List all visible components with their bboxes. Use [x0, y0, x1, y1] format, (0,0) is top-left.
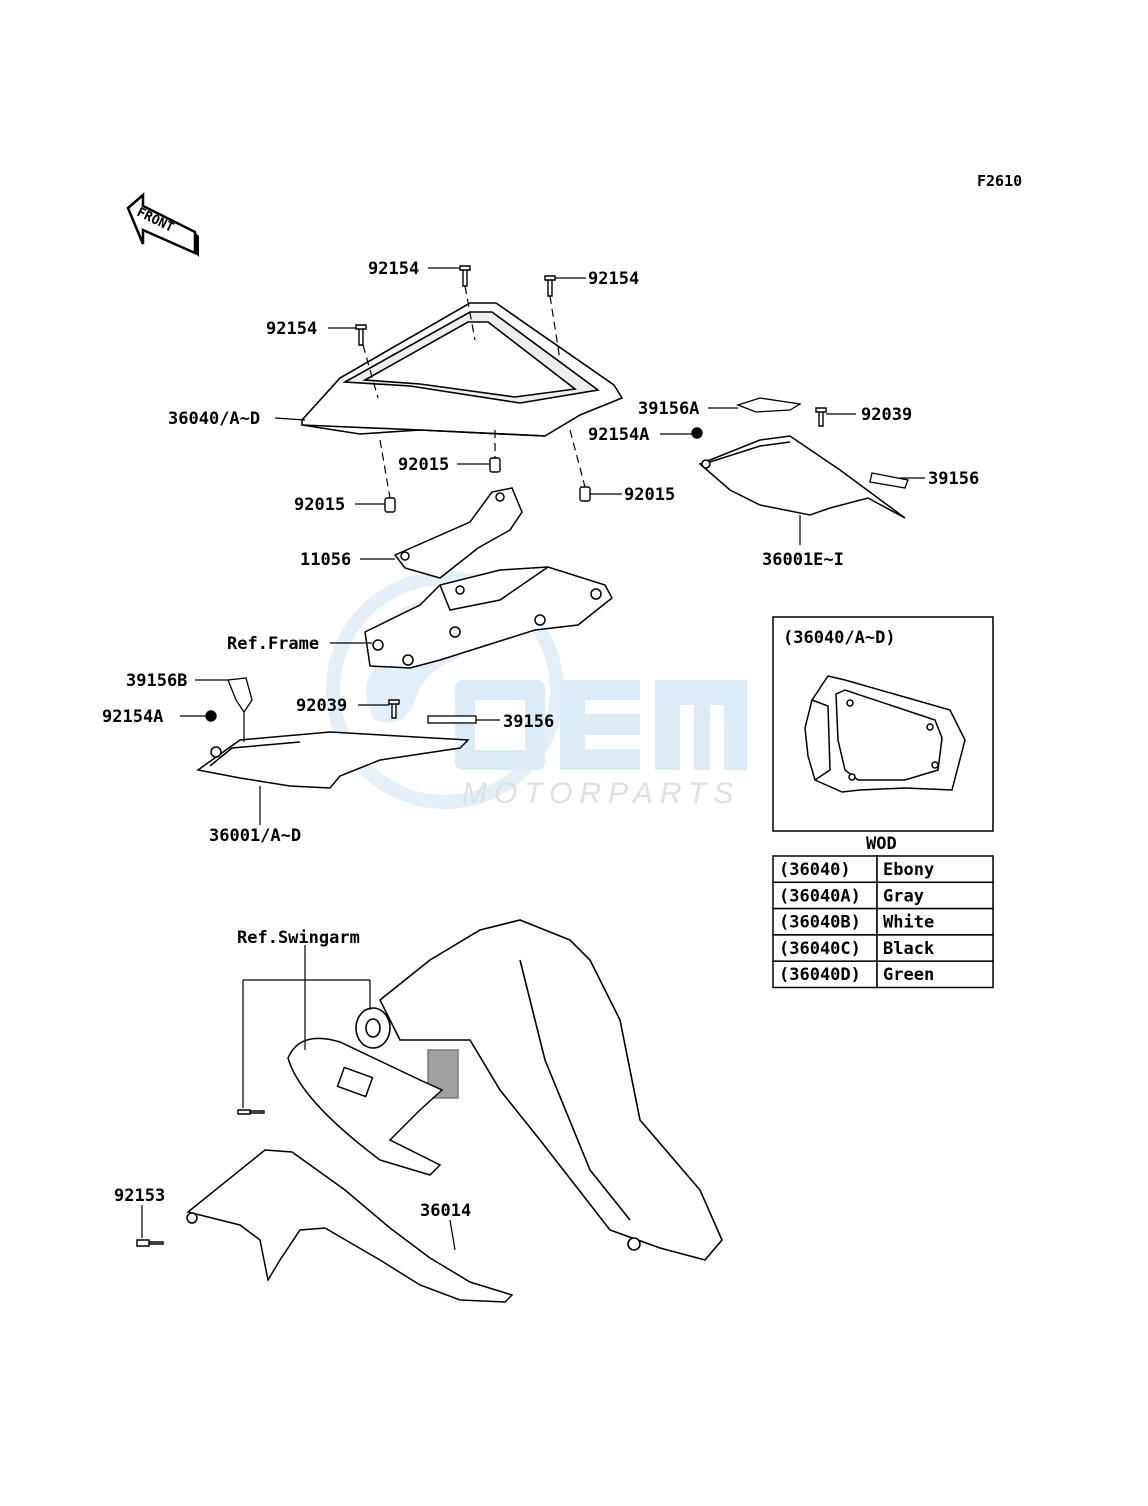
- label-36001E: 36001E~I: [762, 550, 844, 570]
- color-table-row: (36040B) White: [772, 907, 994, 936]
- pin-icon: [388, 699, 400, 719]
- chain-slider-part: [287, 1037, 444, 1176]
- color-table-part: (36040A): [779, 886, 861, 906]
- watermark: MOTORPARTS: [326, 571, 747, 810]
- color-table-color: Ebony: [883, 860, 934, 880]
- watermark-globe: [326, 571, 564, 809]
- sticker-39156-mid-part: [427, 715, 477, 724]
- part-labels: 92154 92154 92154 36040/A~D 92015 92015 …: [102, 259, 979, 1221]
- inset-seat-cover-part: [804, 675, 966, 793]
- collar-icon: [489, 457, 501, 473]
- bolt-icon: [355, 324, 367, 346]
- watermark-letter-o-hole: [475, 700, 525, 750]
- fastener-icons: [136, 1109, 265, 1247]
- label-39156A: 39156A: [638, 399, 699, 419]
- label-92154-top: 92154: [368, 259, 419, 279]
- color-table-part: (36040): [779, 860, 851, 880]
- color-table-row: (36040C) Black: [772, 934, 994, 962]
- chain-cover-part: [186, 1149, 514, 1303]
- label-92015-left: 92015: [294, 495, 345, 515]
- color-table-row: (36040) Ebony: [772, 855, 994, 884]
- label-92039-right: 92039: [861, 405, 912, 425]
- label-39156B: 39156B: [126, 671, 187, 691]
- inset-title: (36040/A~D): [783, 628, 896, 648]
- front-arrow-icon: FRONT: [126, 192, 199, 257]
- figure-code: F2610: [977, 172, 1022, 190]
- bolt-icon: [205, 710, 217, 722]
- label-92154-left: 92154: [266, 319, 317, 339]
- bolt-icon: [459, 265, 471, 287]
- label-92153: 92153: [114, 1186, 165, 1206]
- sticker-39156-right-part: [869, 472, 909, 489]
- collar-icon: [579, 486, 591, 502]
- label-39156-mid: 39156: [503, 712, 554, 732]
- label-92039-mid: 92039: [296, 696, 347, 716]
- bolt-icon: [691, 427, 703, 439]
- label-92015-mid: 92015: [398, 455, 449, 475]
- watermark-subtitle: MOTORPARTS: [462, 777, 740, 810]
- color-table-color: White: [883, 913, 934, 933]
- color-table-color: Gray: [883, 886, 924, 906]
- watermark-letter-e: [560, 680, 640, 770]
- pin-icon: [815, 407, 827, 427]
- label-ref-frame: Ref.Frame: [227, 634, 319, 654]
- bolt-icon: [544, 275, 556, 297]
- screw-icon: [136, 1239, 164, 1247]
- label-ref-swingarm: Ref.Swingarm: [237, 928, 360, 948]
- bracket-part: [393, 487, 523, 579]
- label-92154-right: 92154: [588, 269, 639, 289]
- leader-lines: [141, 267, 925, 1251]
- label-92154A-right: 92154A: [588, 425, 649, 445]
- label-39156-right: 39156: [928, 469, 979, 489]
- inset-caption: WOD: [866, 834, 897, 854]
- side-cover-left-part: [196, 731, 470, 789]
- alignment-lines: [362, 285, 586, 499]
- label-92154A-left: 92154A: [102, 707, 163, 727]
- label-36014: 36014: [420, 1201, 471, 1221]
- side-cover-right-part: [698, 435, 906, 519]
- screw-icon: [237, 1109, 265, 1115]
- color-table-part: (36040C): [779, 939, 861, 959]
- label-92015-right: 92015: [624, 485, 675, 505]
- color-table-row: (36040A) Gray: [772, 881, 994, 910]
- color-table-row: (36040D) Green: [772, 960, 994, 989]
- label-36001: 36001/A~D: [209, 826, 301, 846]
- sticker-39156A-part: [736, 397, 802, 413]
- color-table: (36040)Ebony(36040A)Gray(36040B)White(36…: [772, 855, 994, 989]
- label-36040: 36040/A~D: [168, 409, 260, 429]
- seat-cover-part: [301, 302, 624, 437]
- color-table-part: (36040D): [779, 965, 861, 985]
- bracket-39156B-part: [227, 677, 253, 714]
- watermark-letter-m: [655, 680, 747, 770]
- color-table-color: Green: [883, 965, 934, 985]
- frame-part: [364, 566, 613, 669]
- inset-panel: (36040/A~D) WOD: [772, 616, 994, 854]
- collar-icon: [384, 497, 396, 513]
- label-11056: 11056: [300, 550, 351, 570]
- color-table-part: (36040B): [779, 913, 861, 933]
- color-table-color: Black: [883, 939, 934, 959]
